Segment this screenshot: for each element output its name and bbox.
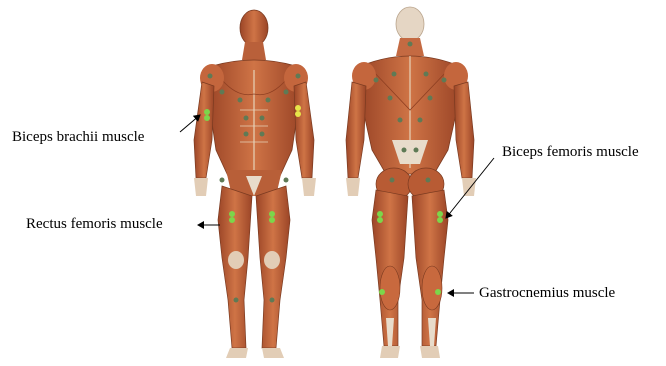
back-figure-icon	[346, 7, 476, 358]
label-biceps-brachii: Biceps brachii muscle	[12, 130, 144, 145]
electrode-biceps-brachii-left	[204, 109, 210, 115]
label-gastrocnemius: Gastrocnemius muscle	[479, 286, 615, 301]
electrode-gastrocnemius	[435, 289, 441, 295]
front-figure-icon	[194, 10, 316, 358]
electrode-rectus-femoris	[229, 211, 235, 217]
label-biceps-femoris: Biceps femoris muscle	[502, 145, 639, 160]
label-rectus-femoris: Rectus femoris muscle	[26, 217, 163, 232]
electrode-biceps-femoris	[437, 211, 443, 217]
